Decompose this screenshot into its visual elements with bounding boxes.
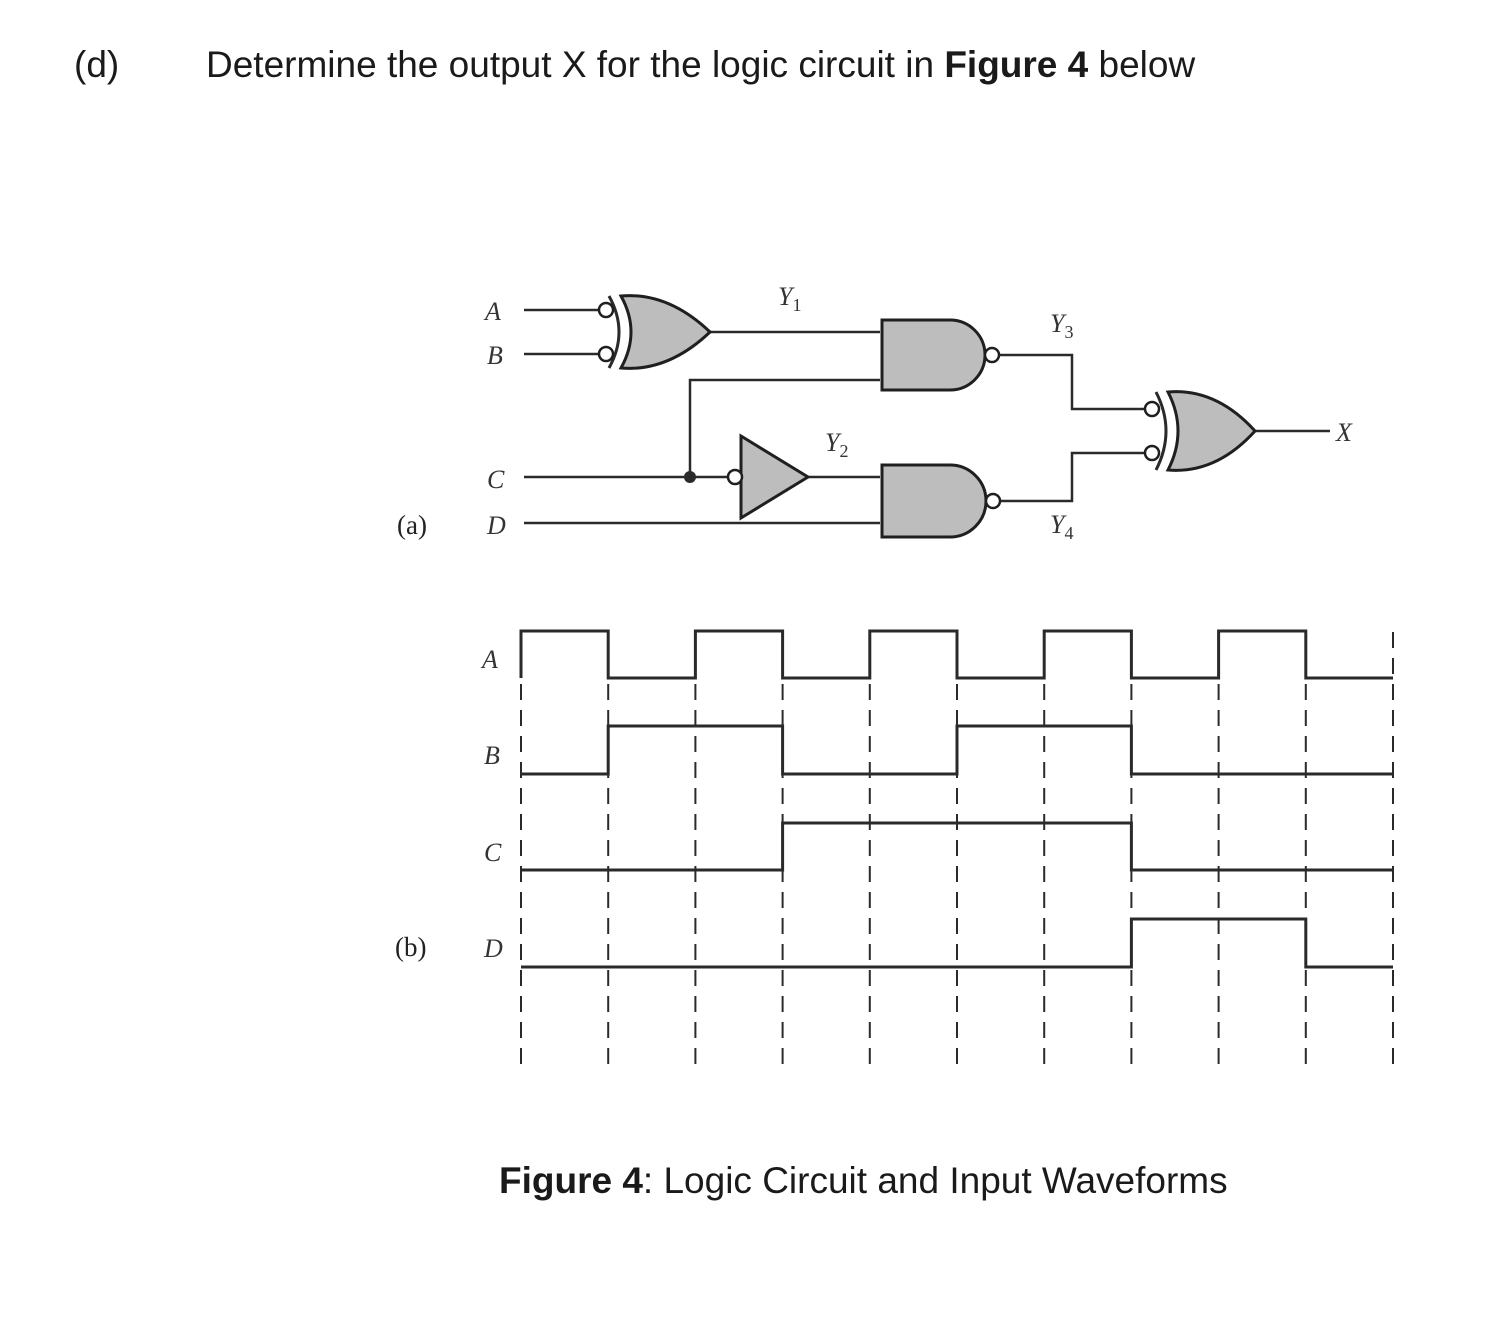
inverter-bubble-c (726, 468, 744, 486)
buffer-gate (726, 433, 811, 521)
waveform-b (521, 724, 1393, 776)
input-label-b: B (487, 341, 503, 370)
waveform-traces (519, 629, 1393, 969)
waveform-label-c: C (484, 838, 502, 867)
waveform-d (521, 917, 1393, 969)
xor-gate-1 (597, 294, 713, 370)
figure-caption: Figure 4: Logic Circuit and Input Wavefo… (499, 1160, 1228, 1202)
wire-y3 (1000, 353, 1148, 411)
nand-bubble-1 (983, 346, 1001, 364)
input-label-c: C (487, 465, 505, 494)
junction-dot (684, 471, 696, 483)
question-text-main: Determine the output X for the logic cir… (206, 44, 945, 85)
inverter-bubble-y3 (1143, 400, 1161, 418)
nand-gate-1 (880, 318, 1001, 392)
xor-gate-2 (1143, 390, 1258, 472)
question-text: Determine the output X for the logic cir… (206, 44, 1195, 86)
input-label-d: D (486, 511, 506, 540)
caption-text: : Logic Circuit and Input Waveforms (642, 1160, 1228, 1201)
inverter-bubble-b (597, 345, 615, 363)
logic-circuit: A B C D (a) Y1 Y2 Y3 Y4 X (397, 282, 1353, 543)
waveform-c (521, 821, 1393, 872)
signal-label-y2: Y2 (825, 428, 848, 461)
waveform-a (519, 629, 1393, 680)
nand-gate-2 (880, 463, 1002, 539)
waveform-diagram: A B C D (b) (395, 629, 1394, 1066)
wire-c-branch (688, 378, 880, 477)
input-label-a: A (483, 297, 501, 326)
signal-label-y3: Y3 (1050, 309, 1073, 342)
question-figure-ref: Figure 4 (944, 44, 1089, 85)
part-label-b: (b) (395, 932, 426, 962)
signal-label-y4: Y4 (1050, 510, 1073, 543)
waveform-label-d: D (483, 934, 503, 963)
question-text-end: below (1088, 44, 1196, 85)
question-number: (d) (74, 44, 120, 85)
waveform-label-a: A (480, 645, 498, 674)
caption-figure-ref: Figure 4 (499, 1160, 643, 1201)
signal-label-y1: Y1 (778, 282, 801, 315)
waveform-label-b: B (484, 741, 500, 770)
part-label-a: (a) (397, 510, 427, 540)
timing-gridlines (520, 632, 1394, 1066)
output-label-x: X (1335, 418, 1353, 447)
nand-bubble-2 (984, 492, 1002, 510)
inverter-bubble-a (597, 301, 615, 319)
inverter-bubble-y4 (1143, 444, 1161, 462)
wire-y4 (1000, 451, 1148, 503)
